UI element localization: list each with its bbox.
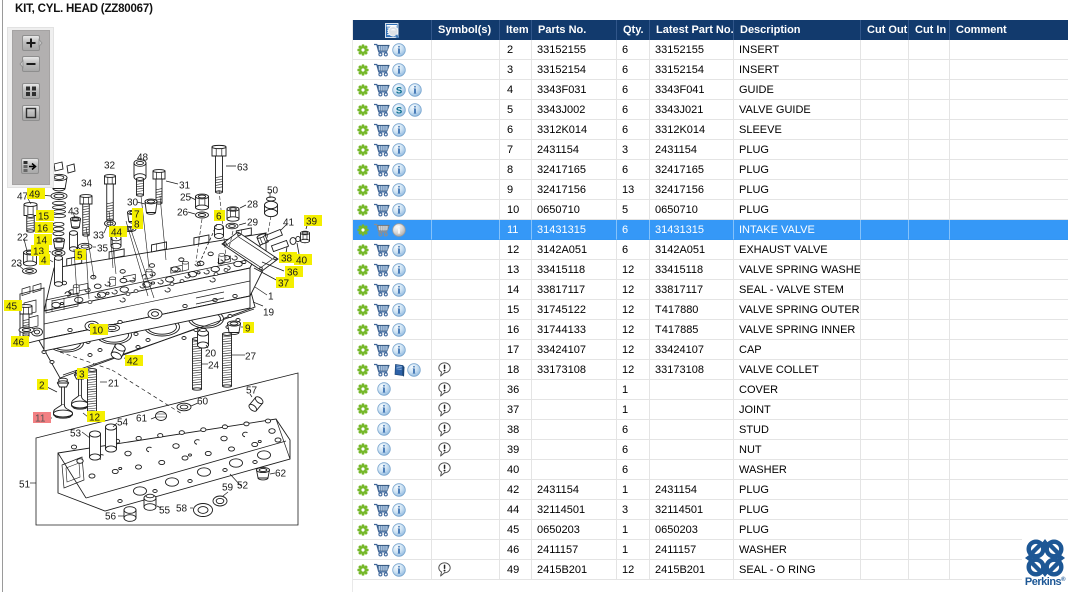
svg-text:1: 1 — [268, 292, 274, 303]
svg-text:35: 35 — [97, 244, 109, 255]
svg-text:40: 40 — [296, 256, 308, 267]
svg-text:49: 49 — [29, 190, 41, 201]
svg-text:43: 43 — [68, 207, 80, 218]
svg-text:25: 25 — [180, 193, 192, 204]
svg-text:7: 7 — [134, 210, 140, 221]
svg-text:2: 2 — [39, 381, 45, 392]
svg-text:22: 22 — [17, 233, 29, 244]
svg-text:5: 5 — [77, 251, 83, 262]
svg-text:21: 21 — [108, 379, 120, 390]
svg-text:62: 62 — [275, 469, 287, 480]
svg-text:14: 14 — [36, 236, 48, 247]
svg-text:19: 19 — [263, 308, 275, 319]
svg-text:3: 3 — [79, 370, 85, 381]
svg-text:41: 41 — [283, 218, 295, 229]
svg-text:11: 11 — [35, 414, 46, 425]
svg-text:16: 16 — [37, 224, 49, 235]
svg-text:4: 4 — [41, 256, 47, 267]
svg-text:10: 10 — [92, 326, 104, 337]
svg-text:29: 29 — [247, 218, 259, 229]
svg-text:60: 60 — [197, 397, 209, 408]
svg-text:61: 61 — [136, 414, 148, 425]
svg-text:39: 39 — [306, 217, 318, 228]
svg-text:48: 48 — [137, 153, 149, 164]
svg-text:59: 59 — [222, 483, 234, 494]
svg-text:34: 34 — [81, 179, 93, 190]
svg-text:37: 37 — [278, 279, 290, 290]
svg-text:12: 12 — [89, 413, 101, 424]
svg-text:42: 42 — [127, 357, 139, 368]
svg-text:32: 32 — [104, 161, 116, 172]
svg-text:56: 56 — [105, 512, 117, 523]
svg-text:28: 28 — [247, 200, 259, 211]
svg-text:9: 9 — [245, 324, 251, 335]
svg-text:47: 47 — [17, 192, 29, 203]
svg-text:63: 63 — [237, 163, 249, 174]
svg-text:8: 8 — [134, 220, 140, 231]
svg-text:6: 6 — [216, 212, 222, 223]
svg-text:45: 45 — [6, 302, 18, 313]
svg-text:46: 46 — [13, 338, 25, 349]
svg-text:30: 30 — [127, 198, 139, 209]
svg-text:50: 50 — [267, 186, 279, 197]
svg-text:13: 13 — [33, 247, 45, 258]
svg-text:24: 24 — [208, 361, 220, 372]
svg-text:57: 57 — [246, 386, 258, 397]
svg-text:31: 31 — [179, 181, 191, 192]
svg-text:51: 51 — [19, 480, 31, 491]
svg-text:53: 53 — [70, 429, 82, 440]
svg-text:15: 15 — [38, 212, 50, 223]
svg-text:38: 38 — [281, 254, 293, 265]
svg-text:33: 33 — [93, 231, 105, 242]
svg-text:55: 55 — [159, 506, 171, 517]
svg-text:52: 52 — [237, 481, 249, 492]
svg-text:54: 54 — [117, 418, 129, 429]
svg-text:27: 27 — [245, 352, 257, 363]
svg-text:58: 58 — [176, 504, 188, 515]
svg-text:23: 23 — [11, 259, 23, 270]
svg-text:44: 44 — [111, 228, 123, 239]
svg-text:36: 36 — [287, 268, 299, 279]
svg-text:20: 20 — [205, 349, 217, 360]
svg-text:26: 26 — [177, 208, 189, 219]
